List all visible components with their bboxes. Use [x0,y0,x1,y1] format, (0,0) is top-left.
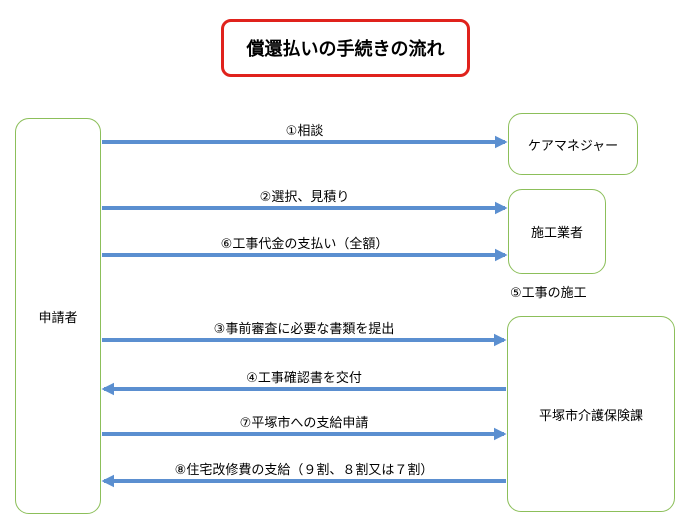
flow-label-6: ⑦平塚市への支給申請 [240,415,369,431]
care-manager-box: ケアマネジャー [508,113,638,175]
flow-label-5: ④工事確認書を交付 [246,370,362,386]
flow-label-1: ①相談 [286,123,324,139]
flow-label-2: ②選択、見積り [260,190,350,205]
flow-label-4: ③事前審査に必要な書類を提出 [214,321,395,337]
applicant-box: 申請者 [15,118,101,514]
contractor-box: 施工業者 [508,189,606,274]
diagram-title: 償還払いの手続きの流れ [221,19,470,77]
city-office-box: 平塚市介護保険課 [507,316,675,512]
contractor-note: ⑤工事の施工 [510,286,587,301]
flow-label-7: ⑧住宅改修費の支給（９割、８割又は７割） [175,462,434,478]
flow-label-3: ⑥工事代金の支払い（全額） [221,236,389,252]
